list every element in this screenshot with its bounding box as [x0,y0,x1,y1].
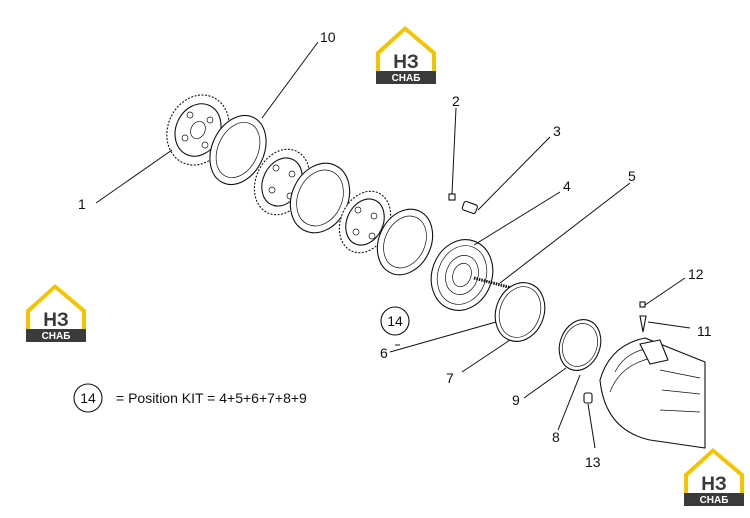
breather-11 [639,315,647,333]
callout-labels: 1 2 3 4 5 6 7 8 9 10 11 12 13 14 [78,29,712,470]
callout-14-circle [380,306,410,336]
logo-inner [688,453,740,493]
logo-band [376,71,436,84]
callout-6: 6 [380,345,388,361]
callout-5: 5 [628,168,636,184]
callout-2: 2 [452,93,460,109]
callout-1: 1 [78,196,86,212]
pin-13 [583,392,593,404]
logo-letters: НЗ [43,310,69,331]
callout-12: 12 [688,266,704,282]
kit-note-text: = Position KIT = 4+5+6+7+8+9 [116,390,307,406]
logo-word: СНАБ [42,331,71,342]
logo-inner [30,289,82,329]
friction-disc-last [338,190,392,254]
axle-housing [599,337,706,449]
kit-circle-label: 14 [80,390,96,406]
logo-letters: НЗ [393,52,419,73]
sleeve-3 [461,200,478,215]
cap-12 [639,301,646,308]
callout-10: 10 [320,29,336,45]
steel-plate-last [376,208,434,276]
callout-11: 11 [697,323,712,339]
logo-word: СНАБ [700,495,729,506]
callout-13: 13 [585,454,601,470]
logo-band [684,493,744,506]
ring-6 [494,282,546,342]
logo-watermark-left: НЗ СНАБ [26,284,86,342]
piston-4 [430,239,494,311]
logo-letters: НЗ [701,474,727,495]
kit-note: 14 = Position KIT = 4+5+6+7+8+9 [73,383,307,413]
logo-watermark-bottom: НЗ СНАБ [684,448,744,506]
callout-14: 14 [387,313,403,329]
ring-9 [558,319,602,371]
callout-9: 9 [512,392,520,408]
logo-inner [380,31,432,71]
friction-disc-1 [166,94,230,166]
callout-4: 4 [563,178,571,194]
bolt-2 [448,193,456,201]
kit-circle [73,383,103,413]
callout-7: 7 [446,370,454,386]
logo-word: СНАБ [392,73,421,84]
callout-3: 3 [553,123,561,139]
logo-band [26,329,86,342]
callout-8: 8 [552,429,560,445]
leader-lines [95,41,691,449]
logo-watermark-top: НЗ СНАБ [376,26,436,84]
steel-plate-10 [209,115,267,185]
screw-5 [473,276,513,290]
